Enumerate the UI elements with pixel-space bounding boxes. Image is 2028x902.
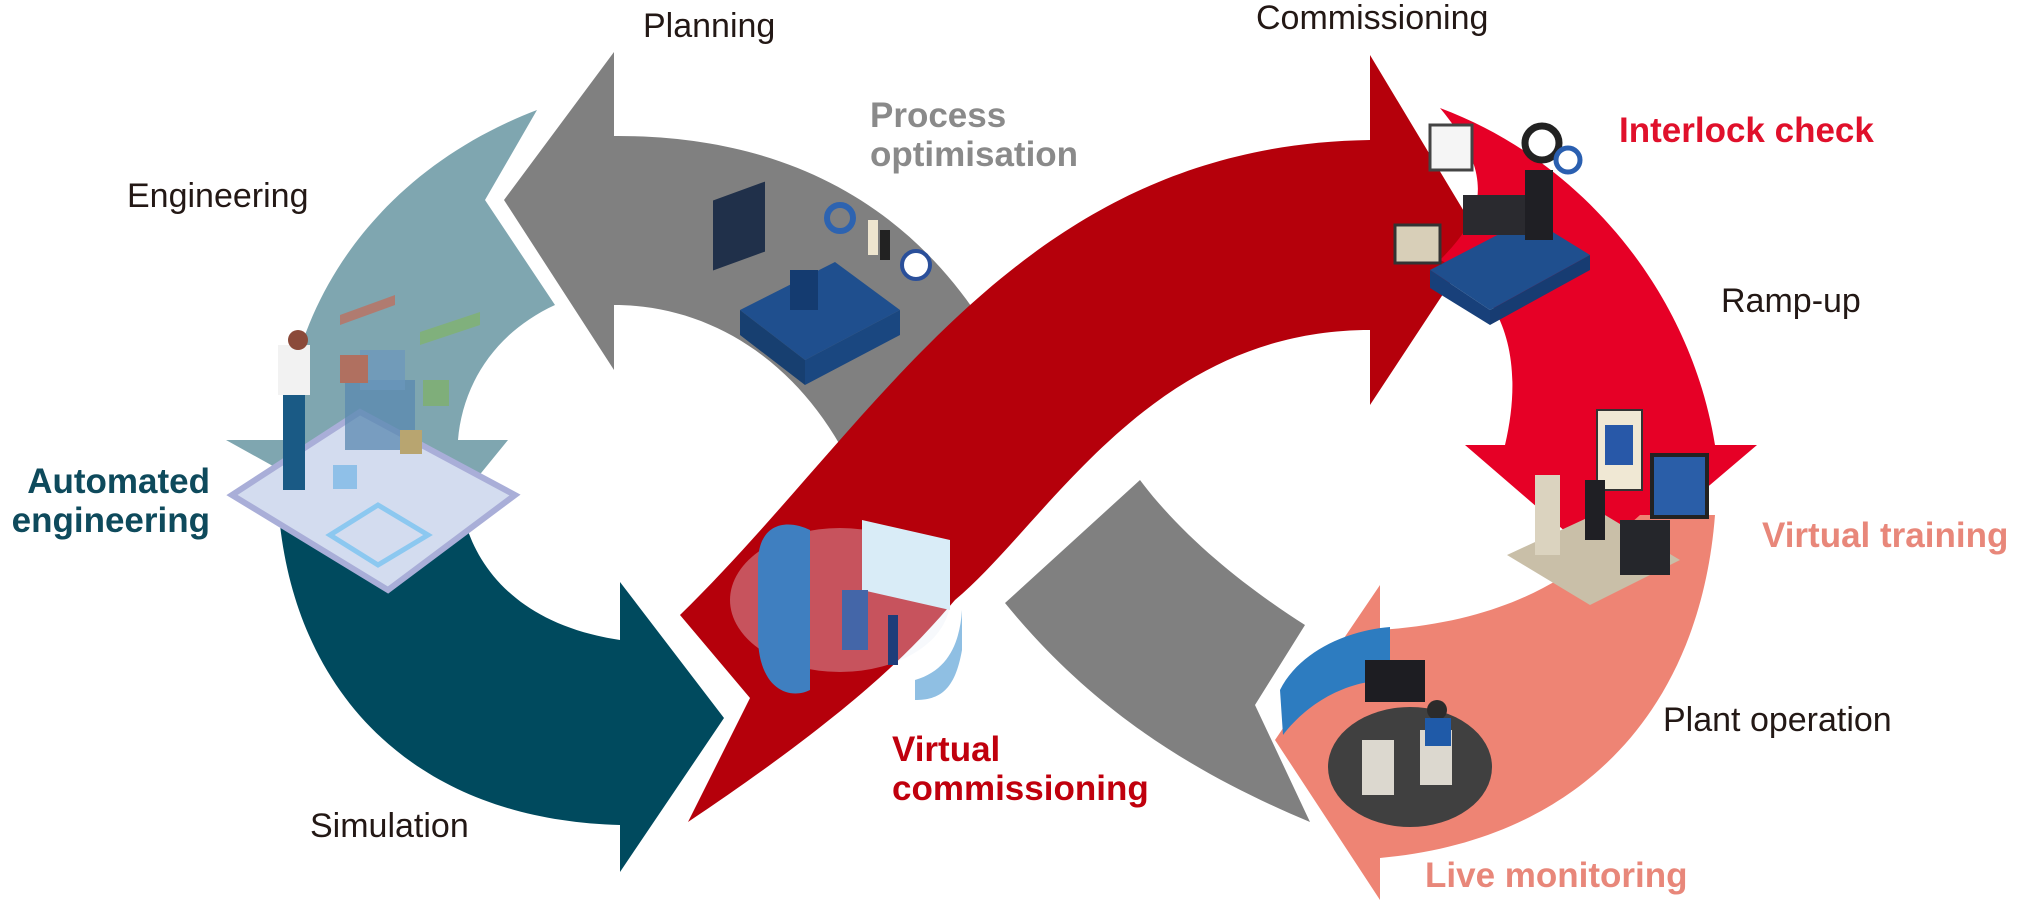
simulation-arrow bbox=[280, 525, 724, 872]
phase-label-planning: Planning bbox=[643, 7, 776, 45]
tool-label-virtual-training: Virtual training bbox=[1762, 516, 2009, 555]
interlock-desk-illustration bbox=[1393, 122, 1590, 325]
tool-label-process-optimisation-line2: optimisation bbox=[870, 134, 1079, 174]
tool-label-process-optimisation-line1: Process bbox=[870, 96, 1007, 135]
phase-label-plant-operation: Plant operation bbox=[1663, 701, 1892, 739]
feedback-arrow bbox=[1005, 480, 1310, 822]
planning-desk-illustration bbox=[713, 181, 932, 385]
virtual-commissioning-arrow bbox=[680, 55, 1480, 822]
tool-label-process-optimisation: Process optimisation bbox=[870, 96, 1079, 174]
tool-label-virtual-commissioning-line2: commissioning bbox=[892, 768, 1149, 808]
tool-label-automated-engineering-line1: Automated bbox=[27, 462, 210, 501]
phase-label-simulation: Simulation bbox=[310, 807, 469, 845]
tool-label-virtual-commissioning: Virtual commissioning bbox=[892, 730, 1149, 808]
phase-label-ramp-up: Ramp-up bbox=[1721, 282, 1861, 320]
phase-label-commissioning: Commissioning bbox=[1256, 0, 1489, 37]
tool-label-interlock-check: Interlock check bbox=[1619, 111, 1874, 150]
virtual-training-illustration bbox=[1507, 409, 1709, 605]
virtual-commissioning-room-illustration bbox=[730, 520, 962, 700]
tool-label-virtual-commissioning-line1: Virtual bbox=[892, 730, 1001, 769]
engineer-vr-cubes-illustration bbox=[226, 295, 521, 594]
tool-label-automated-engineering: Automated engineering bbox=[0, 462, 210, 540]
phase-label-engineering: Engineering bbox=[127, 177, 309, 215]
tool-label-automated-engineering-line2: engineering bbox=[11, 500, 210, 540]
tool-label-live-monitoring: Live monitoring bbox=[1425, 856, 1688, 895]
live-monitoring-control-room-illustration bbox=[1280, 627, 1492, 827]
engineering-arrow bbox=[226, 110, 555, 520]
